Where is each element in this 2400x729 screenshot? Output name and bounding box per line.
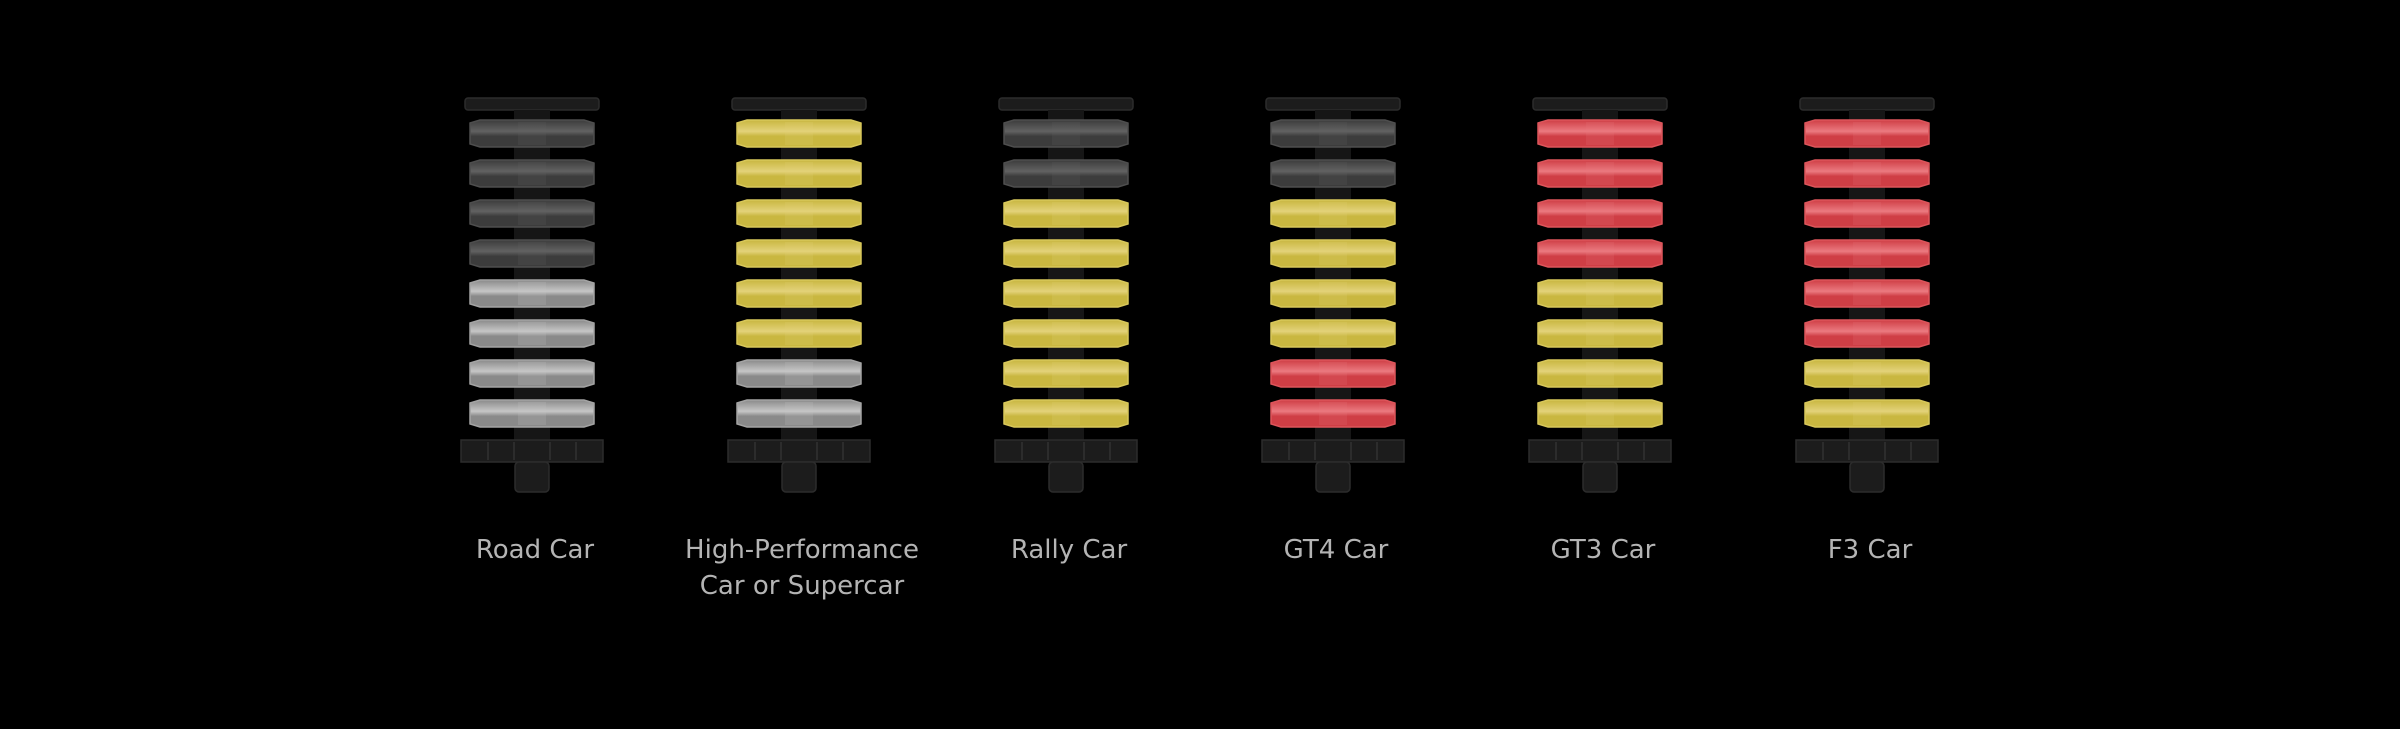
plate-red	[1270, 399, 1396, 428]
top-cap	[464, 97, 600, 111]
stack-label: Rally Car	[1010, 535, 1128, 565]
plate-red	[1537, 159, 1663, 188]
stack-label: F3 Car	[1827, 535, 1913, 565]
stack-1: Road Car	[460, 0, 610, 729]
plate-red	[1270, 359, 1396, 388]
plate-yellow	[1537, 279, 1663, 308]
plate-silver	[736, 399, 862, 428]
plate-dark	[1003, 159, 1129, 188]
stack-4: GT4 Car	[1261, 0, 1411, 729]
plate-red	[1537, 199, 1663, 228]
mount-foot	[1315, 461, 1351, 493]
stack-graphic	[994, 97, 1138, 493]
plate-silver	[469, 359, 595, 388]
plate-yellow	[1270, 319, 1396, 348]
stack-6: F3 Car	[1795, 0, 1945, 729]
stack-label: Road Car	[475, 535, 595, 565]
base-bracket	[1795, 439, 1939, 463]
stack-3: Rally Car	[994, 0, 1144, 729]
top-cap	[1265, 97, 1401, 111]
plate-silver	[469, 319, 595, 348]
stack-label: GT4 Car	[1283, 535, 1389, 565]
plate-red	[1804, 199, 1930, 228]
base-bracket	[727, 439, 871, 463]
stack-2: High-Performance Car or Supercar	[685, 0, 919, 729]
plate-silver	[469, 399, 595, 428]
top-cap	[1532, 97, 1668, 111]
top-cap	[998, 97, 1134, 111]
mount-foot	[1849, 461, 1885, 493]
plate-yellow	[736, 199, 862, 228]
plate-red	[1537, 119, 1663, 148]
plate-yellow	[1804, 399, 1930, 428]
plate-yellow	[736, 119, 862, 148]
mount-foot	[1582, 461, 1618, 493]
plate-yellow	[1270, 239, 1396, 268]
plate-red	[1804, 119, 1930, 148]
plate-dark	[1003, 119, 1129, 148]
stack-5: GT3 Car	[1528, 0, 1678, 729]
stack-graphic	[727, 97, 871, 493]
plate-yellow	[736, 319, 862, 348]
plate-yellow	[736, 159, 862, 188]
plate-yellow	[1003, 279, 1129, 308]
plate-yellow	[1003, 399, 1129, 428]
plate-dark	[469, 159, 595, 188]
plate-yellow	[1003, 239, 1129, 268]
plate-yellow	[736, 279, 862, 308]
plate-dark	[469, 239, 595, 268]
stack-graphic	[1528, 97, 1672, 493]
top-cap	[1799, 97, 1935, 111]
plate-yellow	[1537, 399, 1663, 428]
plate-red	[1804, 319, 1930, 348]
plate-red	[1804, 159, 1930, 188]
plate-silver	[736, 359, 862, 388]
plate-red	[1804, 279, 1930, 308]
plate-red	[1804, 239, 1930, 268]
plate-yellow	[1270, 199, 1396, 228]
base-bracket	[1261, 439, 1405, 463]
stack-label: High-Performance Car or Supercar	[685, 535, 919, 601]
stack-graphic	[1261, 97, 1405, 493]
plate-yellow	[1804, 359, 1930, 388]
base-bracket	[994, 439, 1138, 463]
base-bracket	[460, 439, 604, 463]
plate-yellow	[736, 239, 862, 268]
plate-dark	[1270, 159, 1396, 188]
stack-graphic	[460, 97, 604, 493]
plate-yellow	[1003, 359, 1129, 388]
plate-yellow	[1003, 199, 1129, 228]
plate-yellow	[1003, 319, 1129, 348]
plate-yellow	[1537, 319, 1663, 348]
plate-dark	[469, 199, 595, 228]
base-bracket	[1528, 439, 1672, 463]
plate-silver	[469, 279, 595, 308]
mount-foot	[1048, 461, 1084, 493]
mount-foot	[514, 461, 550, 493]
stack-label: GT3 Car	[1550, 535, 1656, 565]
plate-yellow	[1270, 279, 1396, 308]
stack-graphic	[1795, 97, 1939, 493]
mount-foot	[781, 461, 817, 493]
top-cap	[731, 97, 867, 111]
plate-yellow	[1537, 359, 1663, 388]
plate-dark	[1270, 119, 1396, 148]
plate-red	[1537, 239, 1663, 268]
plate-dark	[469, 119, 595, 148]
